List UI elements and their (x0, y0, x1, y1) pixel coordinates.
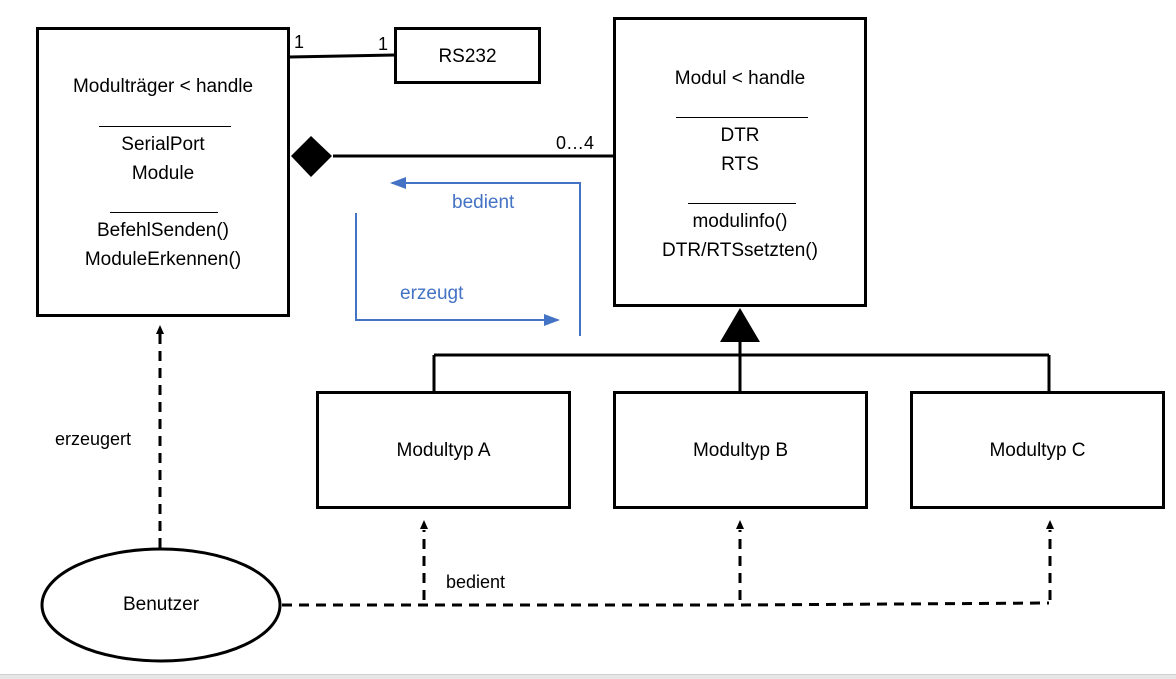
method-modulinfo: modulinfo() (692, 211, 788, 232)
bedient-flow-label: bedient (452, 192, 515, 213)
class-title: Modulträger < handle (72, 76, 254, 97)
benutzer-actor[interactable] (40, 547, 282, 663)
class-title: Modultyp B (692, 440, 789, 461)
erzeugt-flow-arrow (355, 213, 560, 326)
attribute-serialport: SerialPort (121, 134, 205, 155)
attributes-divider (676, 117, 808, 118)
class-title: Modultyp A (396, 440, 491, 461)
erzeugert-arrowhead-icon (156, 325, 164, 334)
attributes-divider (99, 126, 231, 127)
attribute-rts: RTS (721, 154, 759, 175)
methods-divider (110, 212, 218, 213)
erzeugt-flow-label: erzeugt (400, 283, 464, 304)
rs232-association-line (288, 53, 396, 59)
methods-divider (688, 203, 796, 204)
class-title: Modultyp C (989, 440, 1086, 461)
class-title: Modul < handle (674, 68, 806, 89)
class-modul[interactable]: Modul < handle DTR RTS modulinfo() DTR/R… (613, 17, 867, 307)
inheritance-triangle-icon (720, 308, 760, 342)
class-modultyp-c[interactable]: Modultyp C (910, 391, 1165, 509)
bedient-dependency-line (282, 601, 1050, 607)
class-rs232[interactable]: RS232 (394, 27, 541, 84)
arrowhead-b-icon (736, 520, 744, 529)
multiplicity-rs232: 1 (378, 34, 389, 54)
composition-diamond-icon (291, 136, 332, 177)
arrowhead-a-icon (420, 520, 428, 529)
bedient-flow-arrow (390, 177, 581, 336)
class-title: RS232 (438, 46, 497, 67)
class-modultyp-b[interactable]: Modultyp B (613, 391, 868, 509)
multiplicity-composition: 0…4 (556, 133, 595, 153)
method-moduleerkennen: ModuleErkennen() (84, 249, 242, 270)
method-dtr-rts-setzen: DTR/RTSsetzten() (662, 240, 818, 261)
class-modultraeger[interactable]: Modulträger < handle SerialPort Module B… (36, 27, 290, 317)
method-befehlsenden: BefehlSenden() (96, 220, 230, 241)
bedient-label: bedient (446, 572, 506, 592)
window-bottom-edge (0, 674, 1176, 679)
erzeugert-label: erzeugert (55, 429, 132, 449)
attribute-dtr: DTR (720, 125, 760, 146)
arrowhead-c-icon (1046, 520, 1054, 529)
attribute-module: Module (131, 163, 195, 184)
benutzer-label: Benutzer (122, 594, 200, 615)
multiplicity-modultraeger-rs232: 1 (294, 32, 305, 52)
class-modultyp-a[interactable]: Modultyp A (316, 391, 571, 509)
